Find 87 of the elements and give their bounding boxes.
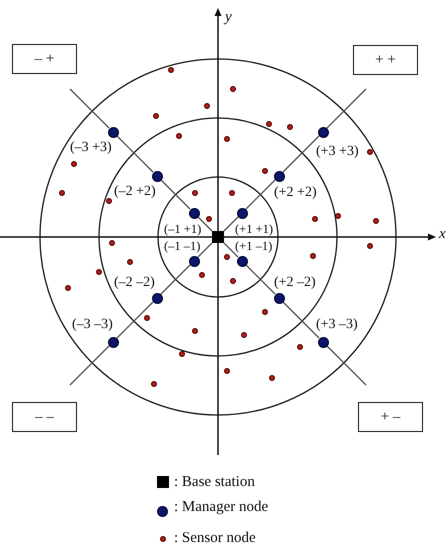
coordinate-label: (–3 +3) bbox=[70, 141, 112, 155]
diagonal-line bbox=[197, 242, 212, 258]
sensor-node-icon bbox=[204, 103, 210, 109]
coordinate-label: (+3 –3) bbox=[316, 318, 358, 332]
coordinate-label: (+2 +2) bbox=[274, 186, 317, 200]
sensor-node-icon bbox=[127, 259, 133, 265]
axis-label: x bbox=[439, 227, 446, 242]
sensor-node-icon bbox=[65, 285, 71, 291]
sensor-node-icon bbox=[224, 254, 230, 260]
diagonal-line bbox=[70, 88, 110, 129]
sensor-node-icon bbox=[206, 216, 212, 222]
sensor-node-icon bbox=[71, 161, 77, 167]
sensor-node-icon bbox=[297, 344, 303, 350]
diagonal-line bbox=[245, 179, 276, 210]
sensor-node-icon bbox=[151, 381, 157, 387]
manager-node-icon bbox=[318, 336, 328, 348]
sensor-node-icon bbox=[224, 368, 230, 374]
sensor-node-icon bbox=[373, 218, 379, 224]
sensor-node-icon bbox=[109, 240, 115, 246]
sensor-node-icon bbox=[144, 315, 150, 321]
sensor-node-icon bbox=[229, 190, 235, 196]
sensor-node-icon bbox=[179, 351, 185, 357]
coordinate-label: (–3 –3) bbox=[72, 318, 113, 332]
manager-node-icon bbox=[188, 256, 200, 266]
diagonal-line bbox=[326, 345, 366, 386]
manager-node-icon bbox=[236, 256, 248, 266]
sensor-node-icon bbox=[192, 190, 198, 196]
base-station-icon bbox=[212, 231, 224, 243]
manager-node-icon bbox=[108, 126, 118, 138]
legend-label: : Sensor node bbox=[174, 530, 256, 546]
sensor-node-icon bbox=[224, 136, 230, 142]
coordinate-label: (+1 –1) bbox=[235, 240, 272, 252]
diagonal-line bbox=[282, 301, 320, 339]
diagonal-line bbox=[282, 135, 320, 173]
sensor-node-icon bbox=[59, 190, 65, 196]
diagonal-line bbox=[160, 179, 191, 210]
diagonal-line bbox=[197, 216, 212, 232]
sensor-node-icon bbox=[241, 332, 247, 338]
manager-node-icon bbox=[274, 292, 284, 304]
diagonal-line bbox=[160, 264, 191, 295]
diagonal-line bbox=[224, 242, 239, 258]
sensor-node-icon bbox=[168, 67, 174, 73]
sensor-node-icon bbox=[262, 168, 268, 174]
quadrant-box: – + bbox=[12, 44, 77, 74]
sensor-node-icon bbox=[367, 149, 373, 155]
sensor-node-icon bbox=[310, 253, 316, 259]
sensor-node-icon bbox=[262, 309, 268, 315]
sensor-node-icon bbox=[106, 198, 112, 204]
coordinate-label: (–2 +2) bbox=[114, 185, 156, 199]
diagonal-line bbox=[326, 88, 366, 129]
sensor-node-icon bbox=[230, 86, 236, 92]
diagonal-line bbox=[116, 135, 154, 173]
sensor-node-icon bbox=[176, 133, 182, 139]
diagonal-line bbox=[224, 216, 239, 232]
sensor-node-icon bbox=[153, 113, 159, 119]
sensor-node-icon bbox=[96, 269, 102, 275]
axis-label: y bbox=[225, 10, 232, 25]
sensor-node-icon bbox=[199, 272, 205, 278]
manager-node-icon bbox=[108, 336, 118, 348]
sensor-node-icon bbox=[192, 328, 198, 334]
quadrant-box: – – bbox=[12, 402, 77, 432]
sensor-node-icon bbox=[367, 243, 373, 249]
coordinate-label: (+2 –2) bbox=[274, 276, 316, 290]
manager-node-icon bbox=[152, 170, 162, 182]
coordinate-label: (–2 –2) bbox=[114, 276, 155, 290]
diagonal-line bbox=[245, 264, 276, 295]
sensor-node-icon bbox=[266, 121, 272, 127]
quadrant-box: + – bbox=[358, 402, 423, 432]
diagonal-line bbox=[70, 345, 110, 386]
manager-node-icon bbox=[188, 208, 200, 218]
manager-node-icon bbox=[318, 126, 328, 138]
sensor-node-icon bbox=[230, 278, 236, 284]
manager-node-icon bbox=[236, 208, 248, 218]
coordinate-label: (+3 +3) bbox=[316, 145, 359, 159]
coordinate-label: (–1 +1) bbox=[164, 222, 202, 235]
sensor-node-icon bbox=[335, 213, 341, 219]
sensor-node-icon bbox=[312, 216, 318, 222]
manager-node-icon bbox=[152, 292, 162, 304]
sensor-node-icon bbox=[269, 375, 275, 381]
coordinate-label: (–1 –1) bbox=[164, 240, 200, 252]
diagonal-line bbox=[116, 301, 154, 339]
quadrant-box: + + bbox=[353, 45, 418, 75]
legend-label: : Base station bbox=[174, 474, 255, 490]
legend-label: : Manager node bbox=[174, 500, 268, 514]
coordinate-label: (+1 +1) bbox=[235, 222, 274, 235]
sensor-node-icon bbox=[287, 124, 293, 130]
manager-node-icon bbox=[274, 170, 284, 182]
